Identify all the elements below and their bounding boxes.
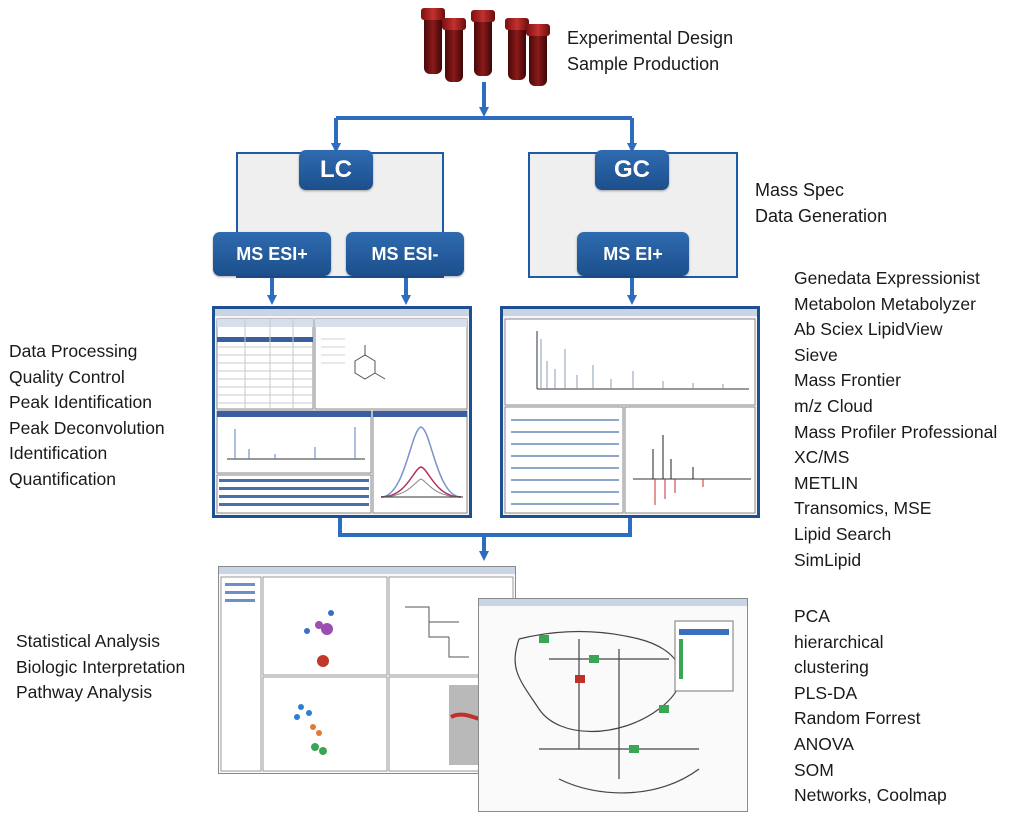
sample-tubes-icon <box>421 8 550 86</box>
ms-esi-pos-box: MS ESI+ <box>213 232 331 276</box>
pathway-network-window <box>478 598 748 812</box>
lc-software-screenshot <box>212 306 472 518</box>
gc-software-screenshot <box>500 306 760 518</box>
ms-esi-neg-box: MS ESI- <box>346 232 464 276</box>
merge-line <box>338 516 632 556</box>
gc-box: GC <box>595 150 669 190</box>
analysis-window-main <box>218 566 516 774</box>
lc-box: LC <box>299 150 373 190</box>
ms-ei-pos-box: MS EI+ <box>577 232 689 276</box>
